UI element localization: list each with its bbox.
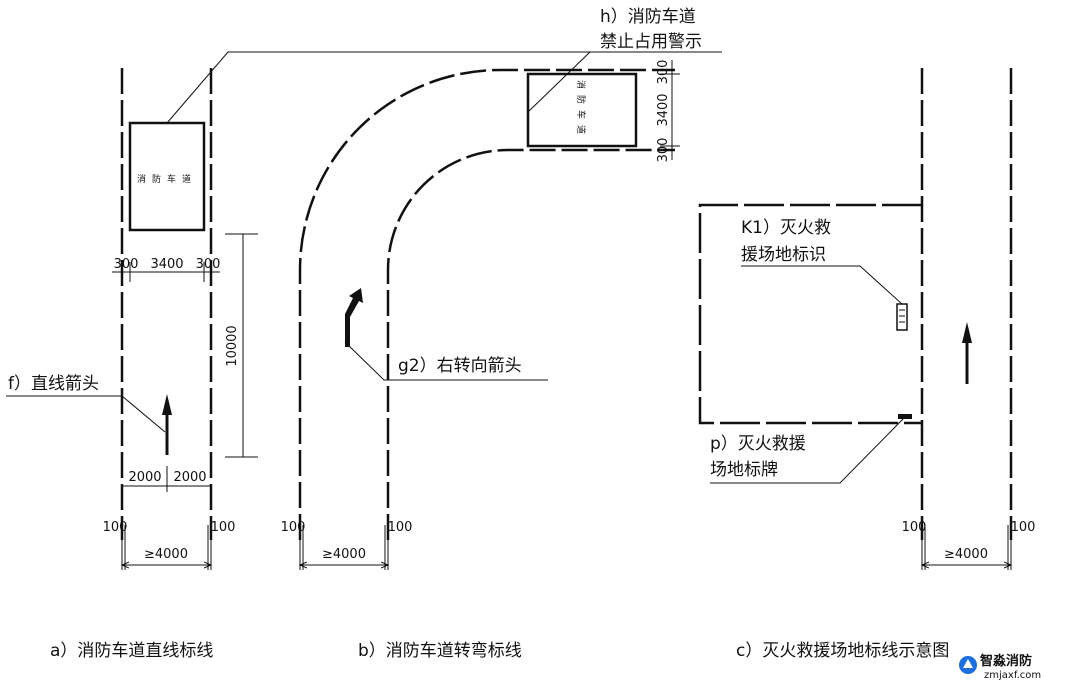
leader-k1 bbox=[741, 265, 903, 305]
straight-arrow-head bbox=[162, 394, 172, 415]
turn-lane-inner-edge bbox=[386, 148, 675, 540]
dim-300-right: 300 bbox=[196, 257, 221, 272]
leader-h-to-box-a bbox=[166, 51, 722, 124]
panel-c-rescue-site-marking: K1）灭火救 援场地标识 p）灭火救援 场地标牌 100 100 ≥4000 c… bbox=[698, 68, 1036, 661]
watermark-brand: 智淼消防 bbox=[980, 653, 1032, 669]
callout-h-line2: 禁止占用警示 bbox=[600, 32, 702, 52]
turn-dim-100-left: 100 bbox=[281, 520, 306, 535]
box-text: 消防车道 bbox=[137, 173, 197, 185]
dim-2000-right: 2000 bbox=[173, 470, 206, 485]
turn-warning-box bbox=[526, 72, 638, 148]
dim-10000: 10000 bbox=[225, 325, 240, 366]
right-turn-arrow bbox=[345, 288, 363, 347]
watermark: 智淼消防 zmjaxf.com bbox=[959, 653, 1041, 681]
site-dim-100-right: 100 bbox=[1011, 520, 1036, 535]
callout-straight-arrow: f）直线箭头 bbox=[8, 374, 99, 394]
rescue-site-marker bbox=[896, 303, 908, 331]
rescue-site-outline bbox=[698, 203, 922, 425]
caption-a: a）消防车道直线标线 bbox=[50, 641, 213, 661]
turn-dim-width: ≥4000 bbox=[322, 547, 366, 562]
panel-b-turn-marking: 消防车道 300 3400 300 h）消防车道 禁止占用警示 g2）右转向箭头… bbox=[166, 7, 722, 661]
turn-dim-3400: 3400 bbox=[656, 93, 671, 126]
dim-300-left: 300 bbox=[114, 257, 139, 272]
turn-dim-100-right: 100 bbox=[388, 520, 413, 535]
leader-p bbox=[710, 417, 905, 484]
callout-p-line2: 场地标牌 bbox=[710, 460, 778, 480]
leader-h-to-box-b bbox=[527, 51, 591, 113]
turn-box-text: 消防车道 bbox=[575, 80, 587, 140]
dim-3400: 3400 bbox=[150, 257, 183, 272]
rescue-site-sign bbox=[898, 414, 912, 419]
callout-p-line1: p）灭火救援 bbox=[710, 434, 806, 454]
turn-dim-300-top: 300 bbox=[656, 60, 671, 85]
site-arrow-head bbox=[962, 322, 972, 343]
watermark-site: zmjaxf.com bbox=[984, 670, 1041, 681]
callout-h-line1: h）消防车道 bbox=[600, 7, 696, 27]
callout-k1-line2: 援场地标识 bbox=[741, 245, 826, 265]
callout-right-turn-arrow: g2）右转向箭头 bbox=[398, 356, 522, 376]
dim-width-a: ≥4000 bbox=[144, 547, 188, 562]
dim-100-right: 100 bbox=[211, 520, 236, 535]
turn-lane-outer-edge bbox=[298, 68, 675, 540]
dim-2000-left: 2000 bbox=[128, 470, 161, 485]
callout-k1-line1: K1）灭火救 bbox=[741, 218, 831, 238]
leader-right-turn bbox=[344, 341, 548, 381]
panel-a-straight-marking: 消防车道 300 3400 300 10000 f）直线箭头 2000 2000… bbox=[6, 68, 258, 661]
turn-dim-300-bottom: 300 bbox=[656, 138, 671, 163]
leader-straight-arrow bbox=[6, 395, 166, 433]
site-dim-width: ≥4000 bbox=[944, 547, 988, 562]
caption-c: c）灭火救援场地标线示意图 bbox=[736, 641, 949, 661]
caption-b: b）消防车道转弯标线 bbox=[358, 641, 522, 661]
dim-100-left: 100 bbox=[103, 520, 128, 535]
site-dim-100-left: 100 bbox=[902, 520, 927, 535]
